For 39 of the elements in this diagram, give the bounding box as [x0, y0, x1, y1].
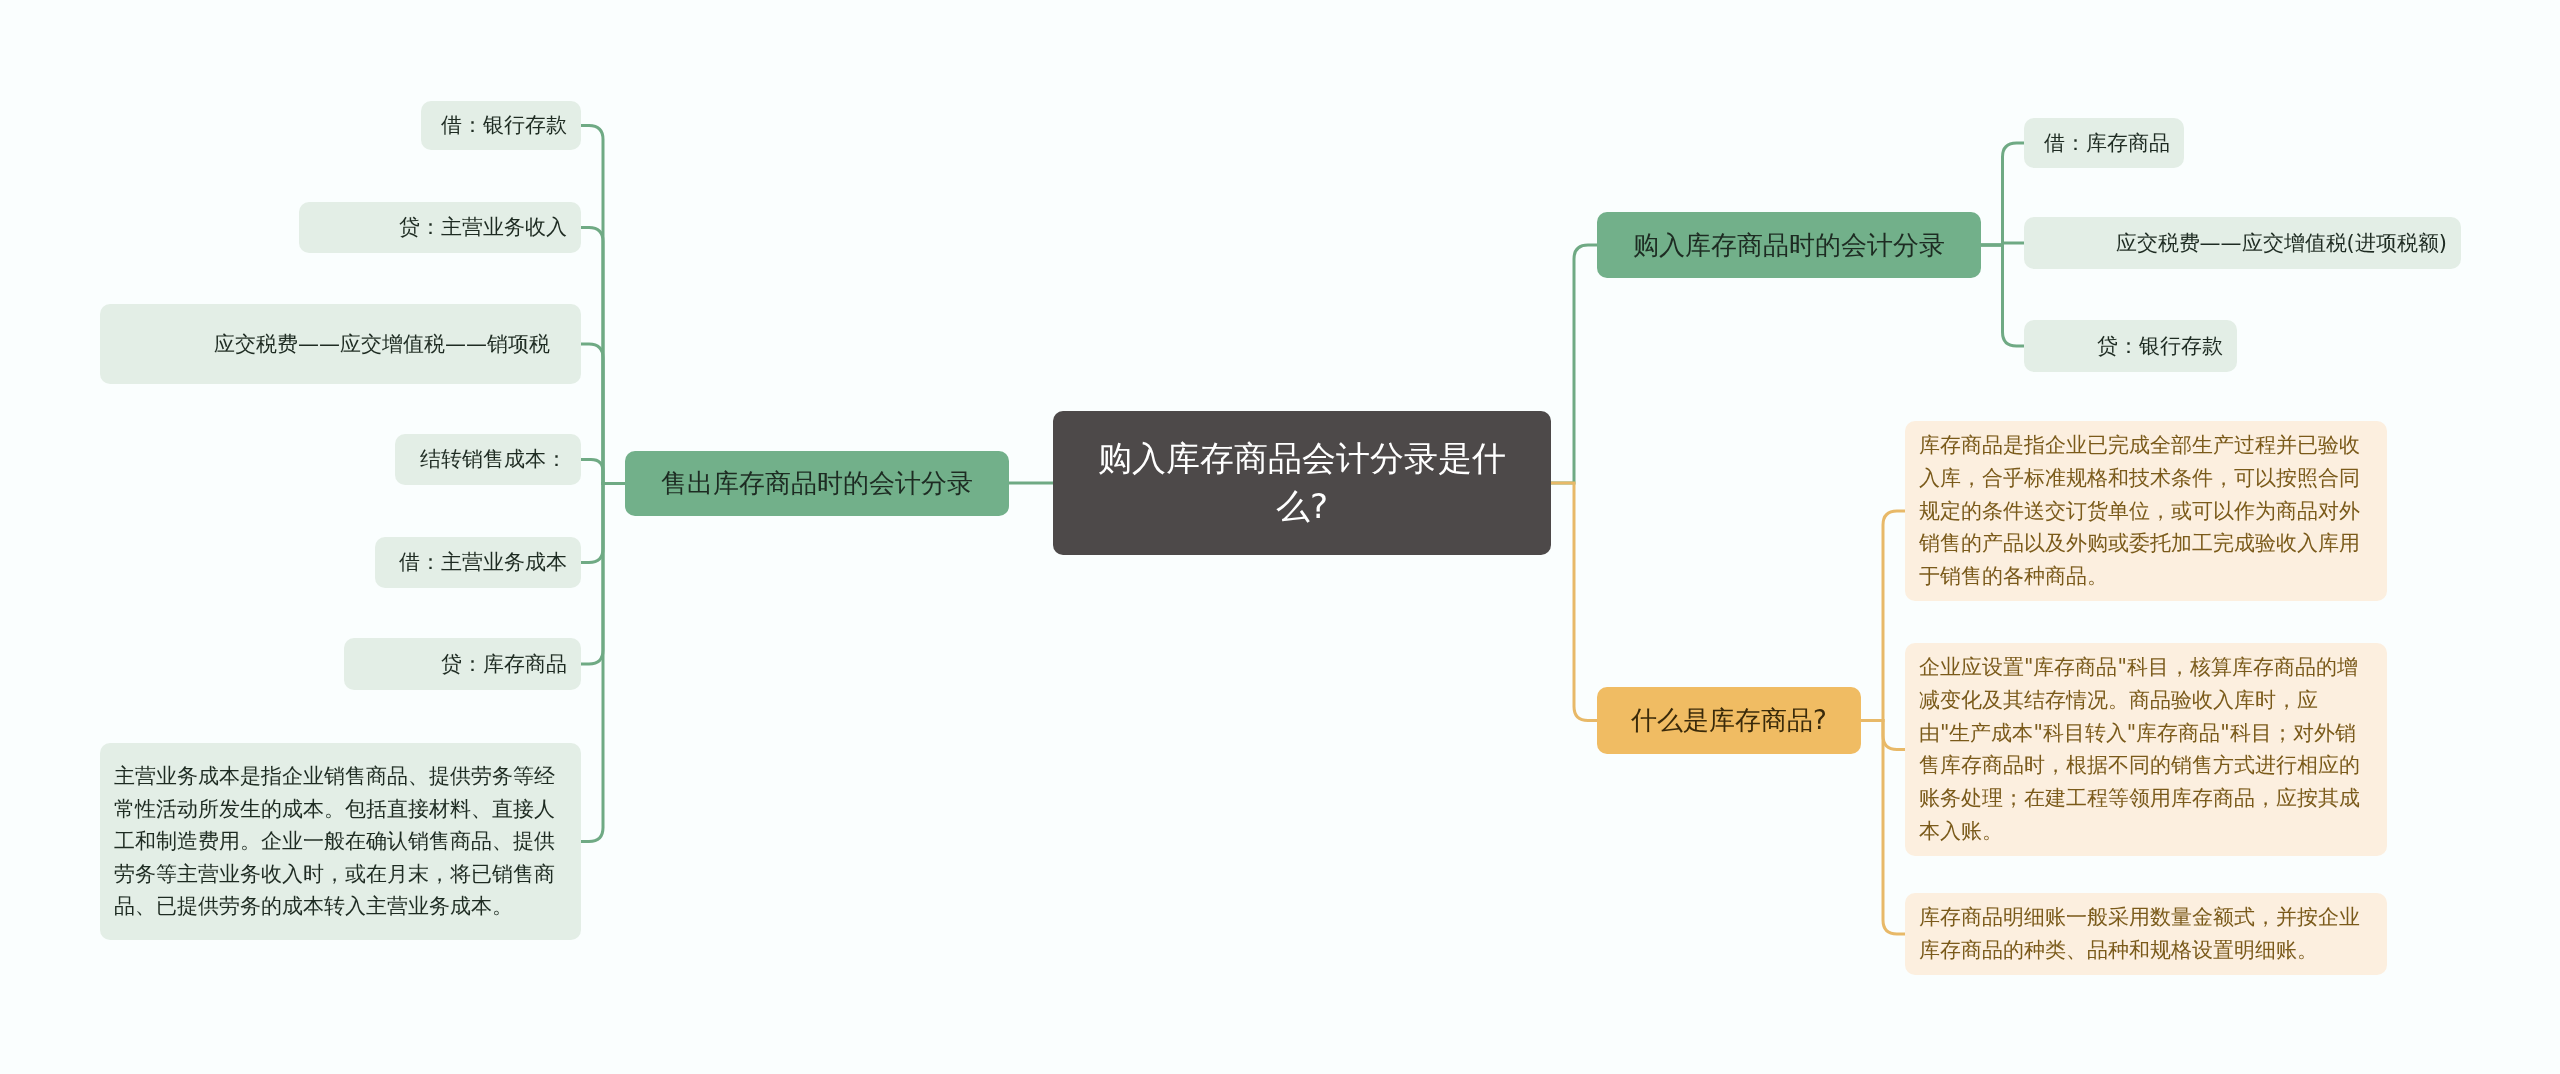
branch-topic: [1597, 687, 1861, 754]
topic-text: 购入库存商品时的会计分录: [1633, 228, 1945, 262]
subtopic-card: [100, 743, 581, 940]
topic-text: 售出库存商品时的会计分录: [661, 467, 973, 500]
topic-text: 贷：库存商品: [441, 650, 567, 678]
subtopic-card: [2024, 118, 2184, 168]
topic-text: 贷：主营业务收入: [399, 214, 567, 242]
topic-text: 库存商品是指企业已完成全部生产过程并已验收入库，合乎标准规格和技术条件，可以按照合同规定的条件送交订货单位，或可以作为商品对外销售的产品以及外购或委托加工完成验收入库用于销售的各种商品。: [1919, 432, 2361, 591]
note-card: [1905, 643, 2387, 856]
topic-text: 购入库存商品会计分录是什么?: [1097, 437, 1507, 528]
subtopic-card: [344, 638, 581, 690]
topic-text: 企业应设置"库存商品"科目，核算库存商品的增减变化及其结存情况。商品验收入库时，应由"生产成本"科目转入"库存商品"科目；对外销售库存商品时，根据不同的销售方式进行相应的账务处理；在建工程等领用库存商品，应按其成本入账。: [1919, 654, 2361, 845]
topic-text: 贷：银行存款: [2097, 332, 2223, 360]
branch-topic: [1597, 212, 1981, 278]
topic-text: 什么是库存商品?: [1631, 704, 1827, 737]
central-topic: [1053, 411, 1551, 555]
topic-text: 借：库存商品: [2044, 129, 2170, 157]
topic-text: 应交税费——应交增值税——销项税: [213, 330, 550, 358]
note-card: [1905, 893, 2387, 975]
topic-text: 结转销售成本：: [420, 446, 567, 474]
subtopic-card: [395, 434, 581, 485]
subtopic-card: [2024, 320, 2237, 372]
connector-line: [581, 482, 625, 843]
branch-topic: [625, 451, 1009, 516]
subtopic-card: [421, 101, 581, 150]
topic-text: 应交税费——应交增值税(进项税额): [2115, 229, 2447, 257]
subtopic-card: [100, 304, 581, 384]
topic-text: 借：主营业务成本: [399, 549, 567, 577]
connector-line: [1981, 243, 2024, 348]
subtopic-card: [375, 537, 581, 588]
subtopic-card: [2024, 217, 2461, 269]
note-card: [1905, 421, 2387, 601]
subtopic-card: [299, 202, 581, 253]
topic-text: 借：银行存款: [441, 112, 567, 140]
connector-line: [1551, 481, 1597, 722]
topic-text: 库存商品明细账一般采用数量金额式，并按企业库存商品的种类、品种和规格设置明细账。: [1919, 904, 2361, 964]
topic-text: 主营业务成本是指企业销售商品、提供劳务等经常性活动所发生的成本。包括直接材料、直接人工和制造费用。企业一般在确认销售商品、提供劳务等主营业务收入时，或在月末，将已销售商品、已提供劳务的成本转入主营业务成本。: [114, 763, 556, 921]
connector-line: [1861, 719, 1905, 936]
connector-line: [1009, 481, 1053, 485]
